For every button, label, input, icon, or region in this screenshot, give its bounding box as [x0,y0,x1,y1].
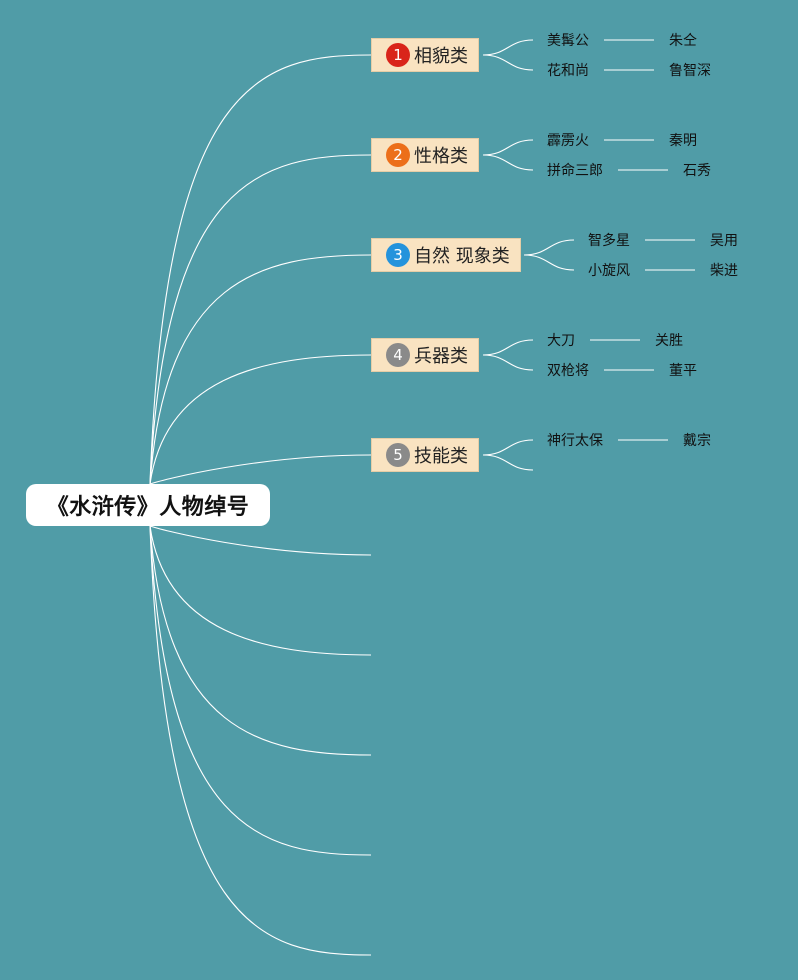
root-title: 《水浒传》人物绰号 [46,495,250,520]
category-label-5: 技能类 [414,446,468,467]
category-5-branch-1 [482,439,534,456]
person-name-1-1[interactable]: 朱仝 [669,33,697,49]
person-name-1-2[interactable]: 鲁智深 [669,63,711,79]
root-branch-line-10 [149,525,372,956]
root-branch-line-7 [149,525,372,656]
person-name-3-1[interactable]: 吴用 [710,233,738,249]
nickname-1-2[interactable]: 花和尚 [547,63,589,79]
nickname-2-1[interactable]: 霹雳火 [547,133,589,149]
category-1-branch-1 [482,39,534,56]
root-branch-line-2 [149,154,372,485]
number-badge-2: 2 [386,143,410,167]
category-3-branch-1 [523,239,575,256]
category-3-branch-2 [523,254,575,271]
category-4-branch-2 [482,354,534,371]
number-badge-4: 4 [386,343,410,367]
category-2-branch-1 [482,139,534,156]
category-node-1[interactable]: 1 相貌类 [371,38,479,72]
category-2-branch-2 [482,154,534,171]
root-branch-line-9 [149,525,372,856]
category-4-branch-1 [482,339,534,356]
category-label-4: 兵器类 [414,346,468,367]
nickname-3-2[interactable]: 小旋风 [588,263,630,279]
category-node-3[interactable]: 3 自然 现象类 [371,238,521,272]
nickname-3-1[interactable]: 智多星 [588,233,630,249]
person-name-3-2[interactable]: 柴进 [710,263,738,279]
person-name-4-2[interactable]: 董平 [669,363,697,379]
person-name-2-1[interactable]: 秦明 [669,133,697,149]
root-branch-line-8 [149,525,372,756]
nickname-1-1[interactable]: 美髯公 [547,33,589,49]
person-name-2-2[interactable]: 石秀 [683,163,711,179]
root-branch-line-4 [149,354,372,485]
nickname-4-2[interactable]: 双枪将 [547,363,589,379]
category-node-5[interactable]: 5 技能类 [371,438,479,472]
category-node-2[interactable]: 2 性格类 [371,138,479,172]
root-branch-line-3 [149,254,372,485]
root-node[interactable]: 《水浒传》人物绰号 [26,484,270,526]
number-badge-5: 5 [386,443,410,467]
number-badge-1: 1 [386,43,410,67]
root-branch-line-1 [149,54,372,485]
category-label-3: 自然 现象类 [414,246,510,267]
root-branch-line-6 [149,525,372,556]
category-label-2: 性格类 [414,146,468,167]
nickname-4-1[interactable]: 大刀 [547,333,575,349]
category-node-4[interactable]: 4 兵器类 [371,338,479,372]
root-branch-line-5 [149,454,372,485]
nickname-5-1[interactable]: 神行太保 [547,433,603,449]
category-5-branch-2 [482,454,534,471]
category-label-1: 相貌类 [414,46,468,67]
category-1-branch-2 [482,54,534,71]
number-badge-3: 3 [386,243,410,267]
person-name-5-1[interactable]: 戴宗 [683,433,711,449]
nickname-2-2[interactable]: 拼命三郎 [547,163,603,179]
person-name-4-1[interactable]: 关胜 [655,333,683,349]
